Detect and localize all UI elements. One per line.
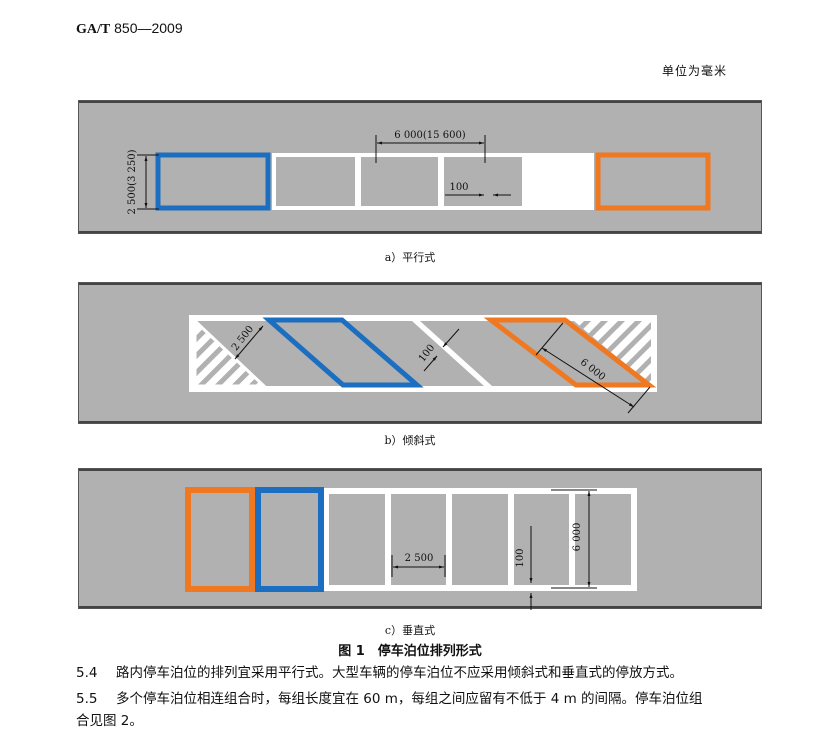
caption-parallel: a）平行式 — [384, 251, 436, 264]
caption-angled: b）倾斜式 — [384, 434, 436, 447]
standard-prefix: GA/T — [76, 22, 111, 37]
dim-stall-length: 6 000(15 600) — [394, 130, 466, 141]
orange-stall — [185, 487, 255, 592]
dim-line-width: 100 — [449, 182, 468, 193]
paragraph-5-4: 5.4 路内停车泊位的排列宜采用平行式。大型车辆的停车泊位不应采用倾斜式和垂直式的… — [76, 662, 683, 684]
dim-stall-width: 2 500 — [405, 553, 434, 564]
parallel-diagram: 6 000(15 600) 2 500(3 250) 100 — [127, 130, 711, 215]
caption-perpendicular: c）垂直式 — [384, 624, 436, 637]
panel-parallel: 6 000(15 600) 2 500(3 250) 100 — [78, 100, 762, 234]
unit-note: 单位为毫米 — [662, 64, 728, 78]
standard-code: GA/T 850—2009 — [76, 20, 183, 38]
dim-stall-width: 2 500(3 250) — [127, 149, 138, 214]
paragraph-text: 路内停车泊位的排列宜采用平行式。大型车辆的停车泊位不应采用倾斜式和垂直式的停放方… — [116, 665, 683, 681]
paragraph-5-5: 5.5 多个停车泊位相连组合时，每组长度宜在 60 m，每组之间应留有不低于 4 … — [76, 688, 703, 710]
blue-stall — [255, 487, 324, 592]
standard-number: 850—2009 — [114, 20, 183, 36]
paragraph-text: 合见图 2。 — [76, 713, 143, 729]
panel-perpendicular: 2 500 100 6 000 — [78, 468, 762, 610]
paragraph-number: 5.4 — [76, 665, 98, 681]
paragraph-number: 5.5 — [76, 691, 98, 707]
panel-angled: 2 500 100 6 000 — [78, 282, 762, 424]
dim-line-width: 100 — [515, 548, 526, 567]
figure-title: 图 1 停车泊位排列形式 — [338, 644, 482, 659]
orange-stall — [595, 152, 711, 211]
dim-stall-length: 6 000 — [572, 523, 583, 552]
blue-stall — [155, 152, 271, 211]
blue-stall — [262, 317, 424, 388]
paragraph-text: 多个停车泊位相连组合时，每组长度宜在 60 m，每组之间应留有不低于 4 m 的… — [116, 691, 703, 707]
paragraph-5-5-continued: 合见图 2。 — [76, 710, 143, 732]
angled-diagram: 2 500 100 6 000 — [189, 315, 657, 414]
perpendicular-diagram: 2 500 100 6 000 — [185, 487, 637, 610]
